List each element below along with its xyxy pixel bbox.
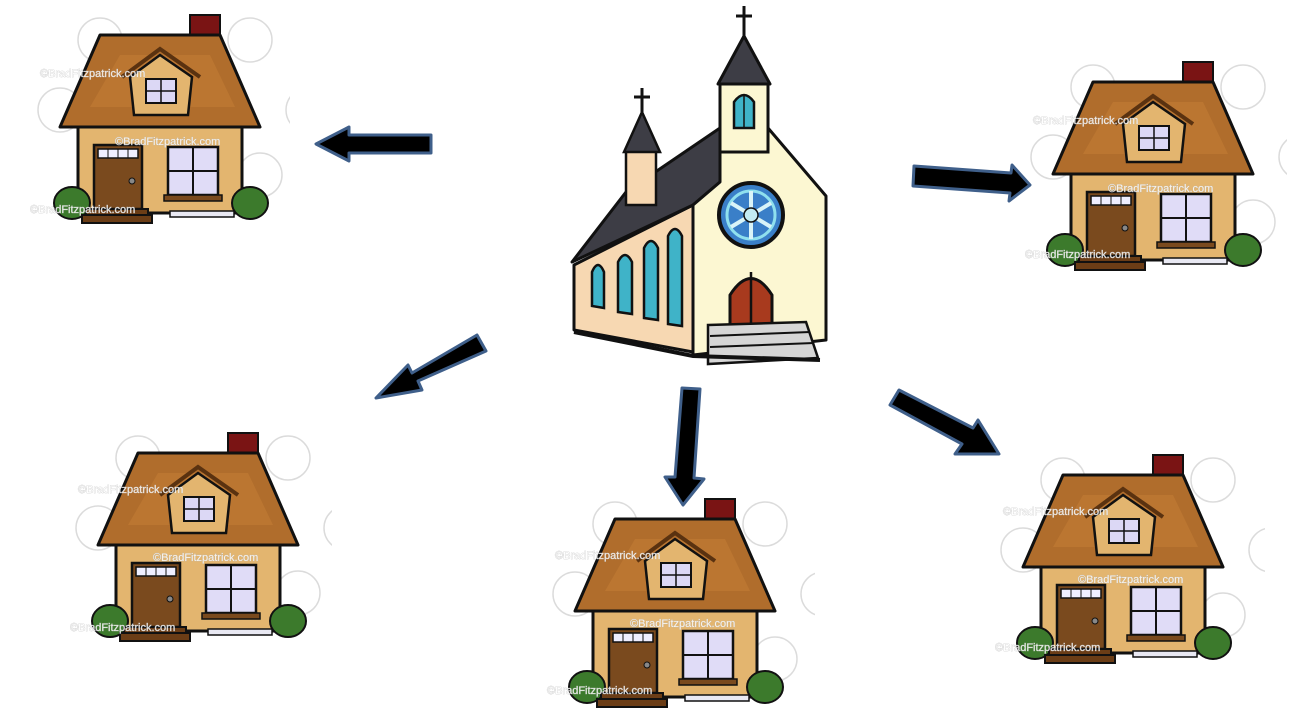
house-middle-left: ©BradFitzpatrick.com ©BradFitzpatrick.co…	[70, 431, 332, 643]
watermark-text: ©BradFitzpatrick.com	[630, 618, 735, 630]
watermark-text: ©BradFitzpatrick.com	[153, 552, 258, 564]
house-icon	[1029, 60, 1287, 272]
watermark-text: ©BradFitzpatrick.com	[1078, 574, 1183, 586]
house-icon	[74, 431, 332, 643]
arrow-to-house-bottom-right	[888, 388, 1001, 456]
watermark-text: ©BradFitzpatrick.com	[78, 484, 183, 496]
watermark-text: ©BradFitzpatrick.com	[1003, 506, 1108, 518]
house-top-right: ©BradFitzpatrick.com ©BradFitzpatrick.co…	[1025, 60, 1287, 272]
church-icon	[570, 0, 832, 372]
watermark-text: ©BradFitzpatrick.com	[1025, 249, 1130, 261]
arrow-to-house-bottom-center	[663, 386, 706, 507]
house-icon	[551, 497, 815, 709]
house-icon	[36, 13, 290, 225]
watermark-text: ©BradFitzpatrick.com	[555, 550, 660, 562]
watermark-text: ©BradFitzpatrick.com	[1033, 115, 1138, 127]
watermark-text: ©BradFitzpatrick.com	[115, 136, 220, 148]
watermark-text: ©BradFitzpatrick.com	[1108, 183, 1213, 195]
arrow-to-house-top-left	[314, 125, 433, 163]
house-bottom-center: ©BradFitzpatrick.com ©BradFitzpatrick.co…	[547, 497, 815, 709]
watermark-text: ©BradFitzpatrick.com	[995, 642, 1100, 654]
house-bottom-right: ©BradFitzpatrick.com ©BradFitzpatrick.co…	[995, 453, 1265, 665]
house-top-left: ©BradFitzpatrick.com ©BradFitzpatrick.co…	[30, 13, 290, 225]
house-icon	[999, 453, 1265, 665]
watermark-text: ©BradFitzpatrick.com	[30, 204, 135, 216]
watermark-text: ©BradFitzpatrick.com	[70, 622, 175, 634]
watermark-text: ©BradFitzpatrick.com	[40, 68, 145, 80]
arrow-to-house-middle-left	[374, 333, 488, 400]
watermark-text: ©BradFitzpatrick.com	[547, 685, 652, 697]
arrow-to-house-top-right	[911, 163, 1032, 203]
church	[570, 0, 832, 372]
